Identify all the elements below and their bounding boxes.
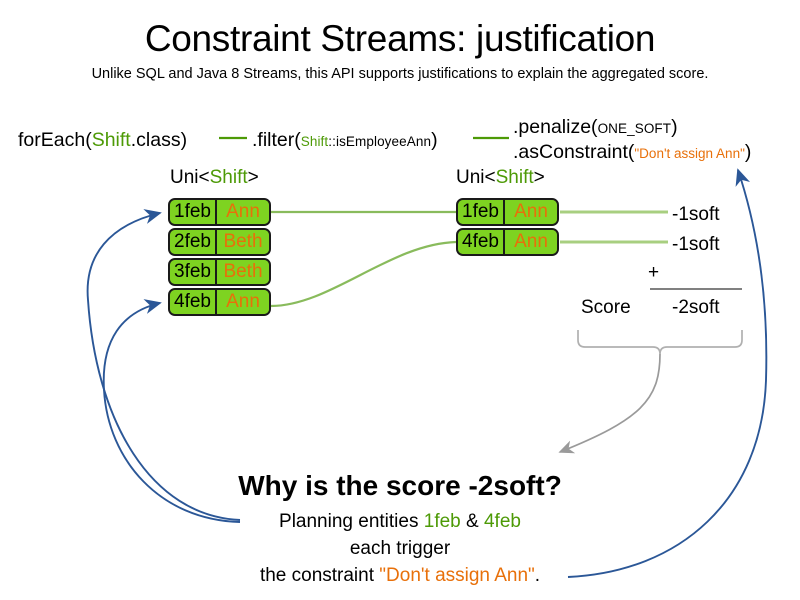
shift-employee: Ann <box>216 290 269 314</box>
score-operator: + <box>648 262 660 283</box>
callout-line3-prefix: the constraint <box>259 565 380 586</box>
asconstraint-call: .asConstraint( <box>513 141 635 163</box>
code-penalize[interactable]: .penalize(ONE_SOFT) <box>513 116 678 138</box>
shift-chip[interactable]: 1feb Ann <box>168 198 271 226</box>
shift-chip[interactable]: 4feb Ann <box>456 228 559 256</box>
shift-date: 1feb <box>458 200 505 224</box>
foreach-type: Shift <box>91 129 131 151</box>
callout-constraint-name: "Don't assign Ann" <box>379 565 535 586</box>
foreach-suffix: .class) <box>130 129 188 151</box>
filter-type: Shift <box>300 134 329 149</box>
shift-chip[interactable]: 3feb Beth <box>168 258 271 286</box>
shift-employee: Beth <box>216 230 269 254</box>
score-brace <box>577 330 743 355</box>
shift-list-left: 1feb Ann 2feb Beth 3feb Beth 4feb Ann <box>168 198 271 318</box>
uni-right-type: Shift <box>495 167 534 188</box>
callout-line-1: Planning entities 1feb & 4feb <box>0 511 800 533</box>
shift-employee: Beth <box>216 260 269 284</box>
callout-line3-suffix: . <box>534 565 541 586</box>
callout-heading: Why is the score -2soft? <box>238 470 562 501</box>
shift-chip[interactable]: 2feb Beth <box>168 228 271 256</box>
callout-line-2: each trigger <box>349 538 451 559</box>
callout-line-3: the constraint "Don't assign Ann". <box>0 565 800 587</box>
shift-chip[interactable]: 4feb Ann <box>168 288 271 316</box>
foreach-call: forEach( <box>18 129 92 151</box>
stream-link-4feb <box>270 240 457 308</box>
shift-date: 2feb <box>170 230 217 254</box>
uni-right-prefix: Uni< <box>456 167 496 188</box>
score-total: -2soft <box>672 297 720 318</box>
shift-date: 3feb <box>170 260 217 284</box>
uni-left-suffix: > <box>247 167 259 188</box>
explanation-arrow <box>558 353 661 454</box>
penalize-suffix: ) <box>671 116 678 138</box>
asconstraint-arg: "Don't assign Ann" <box>634 146 745 161</box>
code-filter[interactable]: .filter(Shift::isEmployeeAnn) <box>252 129 438 151</box>
shift-date: 4feb <box>170 290 217 314</box>
callout-line1-prefix: Planning entities <box>279 511 424 532</box>
shift-date: 1feb <box>170 200 217 224</box>
shift-date: 4feb <box>458 230 505 254</box>
stream-label-left: Uni<Shift> <box>170 167 259 189</box>
filter-method: ::isEmployeeAnn <box>328 134 432 149</box>
score-sum-rule <box>650 288 742 290</box>
shift-employee: Ann <box>216 200 269 224</box>
page-subtitle: Unlike SQL and Java 8 Streams, this API … <box>91 66 709 82</box>
shift-employee: Ann <box>504 230 557 254</box>
code-foreach[interactable]: forEach(Shift.class) <box>18 129 188 151</box>
uni-right-suffix: > <box>533 167 545 188</box>
filter-suffix: ) <box>431 129 438 151</box>
shift-employee: Ann <box>504 200 557 224</box>
score-label: Score <box>581 297 631 318</box>
page-title: Constraint Streams: justification <box>144 18 656 59</box>
callout-entity-1feb: 1feb <box>423 511 461 532</box>
shift-list-right: 1feb Ann 4feb Ann <box>456 198 559 258</box>
score-impact-1: -1soft <box>672 204 720 225</box>
uni-left-prefix: Uni< <box>170 167 210 188</box>
penalize-call: .penalize( <box>513 116 598 138</box>
asconstraint-suffix: ) <box>744 141 752 163</box>
penalize-arg: ONE_SOFT <box>597 121 672 136</box>
stream-label-right: Uni<Shift> <box>456 167 545 189</box>
score-impact-2: -1soft <box>672 234 720 255</box>
filter-call: .filter( <box>252 129 301 151</box>
shift-chip[interactable]: 1feb Ann <box>456 198 559 226</box>
callout-conjunction: & <box>460 511 484 532</box>
code-asconstraint[interactable]: .asConstraint("Don't assign Ann") <box>513 141 752 163</box>
callout-entity-4feb: 4feb <box>483 511 521 532</box>
uni-left-type: Shift <box>209 167 248 188</box>
